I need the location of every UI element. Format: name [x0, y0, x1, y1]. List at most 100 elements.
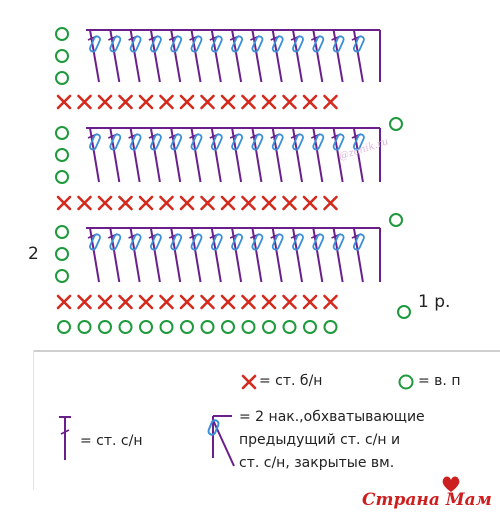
wrap-loop	[352, 35, 365, 53]
wrapped-stitch-icon	[207, 415, 235, 467]
wrap-loop	[332, 233, 345, 251]
chain-stitch	[397, 305, 411, 319]
single-crochet	[200, 195, 215, 211]
chain-stitch	[180, 320, 194, 334]
single-crochet	[118, 294, 133, 310]
single-crochet	[77, 294, 92, 310]
wrap-loop	[271, 133, 284, 151]
chain-stitch	[55, 269, 69, 283]
chain-stitch	[200, 320, 215, 334]
legend-special-line3: ст. с/н, закрытые вм.	[239, 455, 395, 471]
t-stitch-icon	[59, 416, 71, 460]
chain-stitch	[389, 117, 403, 131]
chain-stitch	[55, 27, 69, 41]
wrap-loop	[109, 35, 122, 53]
chain-stitch	[139, 320, 153, 334]
wrap-loop	[312, 233, 325, 251]
heart-icon	[442, 476, 460, 492]
wrap-loop	[251, 133, 264, 151]
single-crochet	[77, 94, 92, 110]
legend-sc-text: = ст. б/н	[259, 373, 323, 389]
wrap-loop	[271, 233, 284, 251]
chain-stitch	[118, 320, 133, 334]
wrap-loop	[109, 133, 122, 151]
wrap-loop	[332, 133, 345, 151]
wrap-loop	[210, 35, 223, 53]
chain-stitch	[55, 126, 69, 140]
chain-stitch	[303, 320, 317, 334]
single-crochet	[261, 294, 277, 310]
wrap-loop	[292, 233, 304, 251]
single-crochet	[200, 294, 215, 310]
wrap-loop	[109, 233, 122, 251]
single-crochet	[261, 195, 277, 211]
wrap-loop	[231, 133, 244, 151]
legend-special-line1: = 2 нак.,обхватывающие	[239, 409, 425, 425]
chain-stitch	[262, 320, 276, 334]
single-crochet	[97, 195, 113, 211]
wrap-loop	[231, 35, 244, 53]
single-crochet	[220, 94, 236, 110]
wrap-loop	[292, 35, 304, 53]
wrap-loop	[271, 35, 284, 53]
single-crochet	[241, 94, 256, 110]
chain-stitch	[55, 148, 69, 162]
legend-dc-text: = ст. с/н	[80, 433, 143, 449]
single-crochet	[97, 94, 113, 110]
chart-canvas	[55, 27, 411, 334]
single-crochet	[138, 94, 154, 110]
chain-stitch	[57, 320, 71, 334]
chain-stitch	[241, 320, 256, 334]
chain-stitch	[389, 213, 403, 227]
circle-icon	[398, 374, 414, 390]
row-label-2: 2	[28, 244, 39, 264]
row-label-1: 1 р.	[418, 292, 451, 312]
wrap-loop	[89, 35, 101, 53]
wrap-loop	[149, 133, 162, 151]
wrap-loop	[149, 35, 162, 53]
chain-stitch	[55, 247, 69, 261]
crochet-chart	[55, 27, 411, 334]
chain-stitch	[159, 320, 174, 334]
wrap-loop	[129, 233, 142, 251]
single-crochet	[179, 195, 195, 211]
chain-stitch	[55, 71, 69, 85]
single-crochet	[302, 94, 318, 110]
single-crochet	[241, 195, 256, 211]
wrap-loop	[170, 233, 183, 251]
single-crochet	[159, 195, 174, 211]
x-cross-icon	[241, 374, 257, 390]
single-crochet	[302, 294, 318, 310]
single-crochet	[323, 195, 338, 211]
single-crochet	[56, 294, 72, 310]
chain-stitch	[55, 49, 69, 63]
wrap-loop	[332, 35, 345, 53]
chain-stitch	[77, 320, 92, 334]
single-crochet	[138, 294, 154, 310]
chain-stitch	[55, 225, 69, 239]
wrap-loop	[312, 133, 325, 151]
single-crochet	[282, 195, 297, 211]
single-crochet	[261, 94, 277, 110]
chain-stitch	[55, 170, 69, 184]
wrap-loop	[352, 133, 365, 151]
wrap-loop	[89, 233, 101, 251]
single-crochet	[97, 294, 113, 310]
wrap-loop	[129, 133, 142, 151]
wrap-loop	[89, 133, 101, 151]
single-crochet	[241, 294, 256, 310]
single-crochet	[200, 94, 215, 110]
wrap-loop	[231, 233, 244, 251]
single-crochet	[118, 94, 133, 110]
single-crochet	[56, 94, 72, 110]
single-crochet	[282, 94, 297, 110]
wrap-loop	[190, 233, 203, 251]
legend-ch-text: = в. п	[418, 373, 461, 389]
wrap-loop	[190, 133, 203, 151]
single-crochet	[159, 294, 174, 310]
wrap-loop	[190, 35, 203, 53]
chain-stitch	[323, 320, 338, 334]
wrap-loop	[312, 35, 325, 53]
single-crochet	[179, 94, 195, 110]
wrap-loop	[210, 233, 223, 251]
